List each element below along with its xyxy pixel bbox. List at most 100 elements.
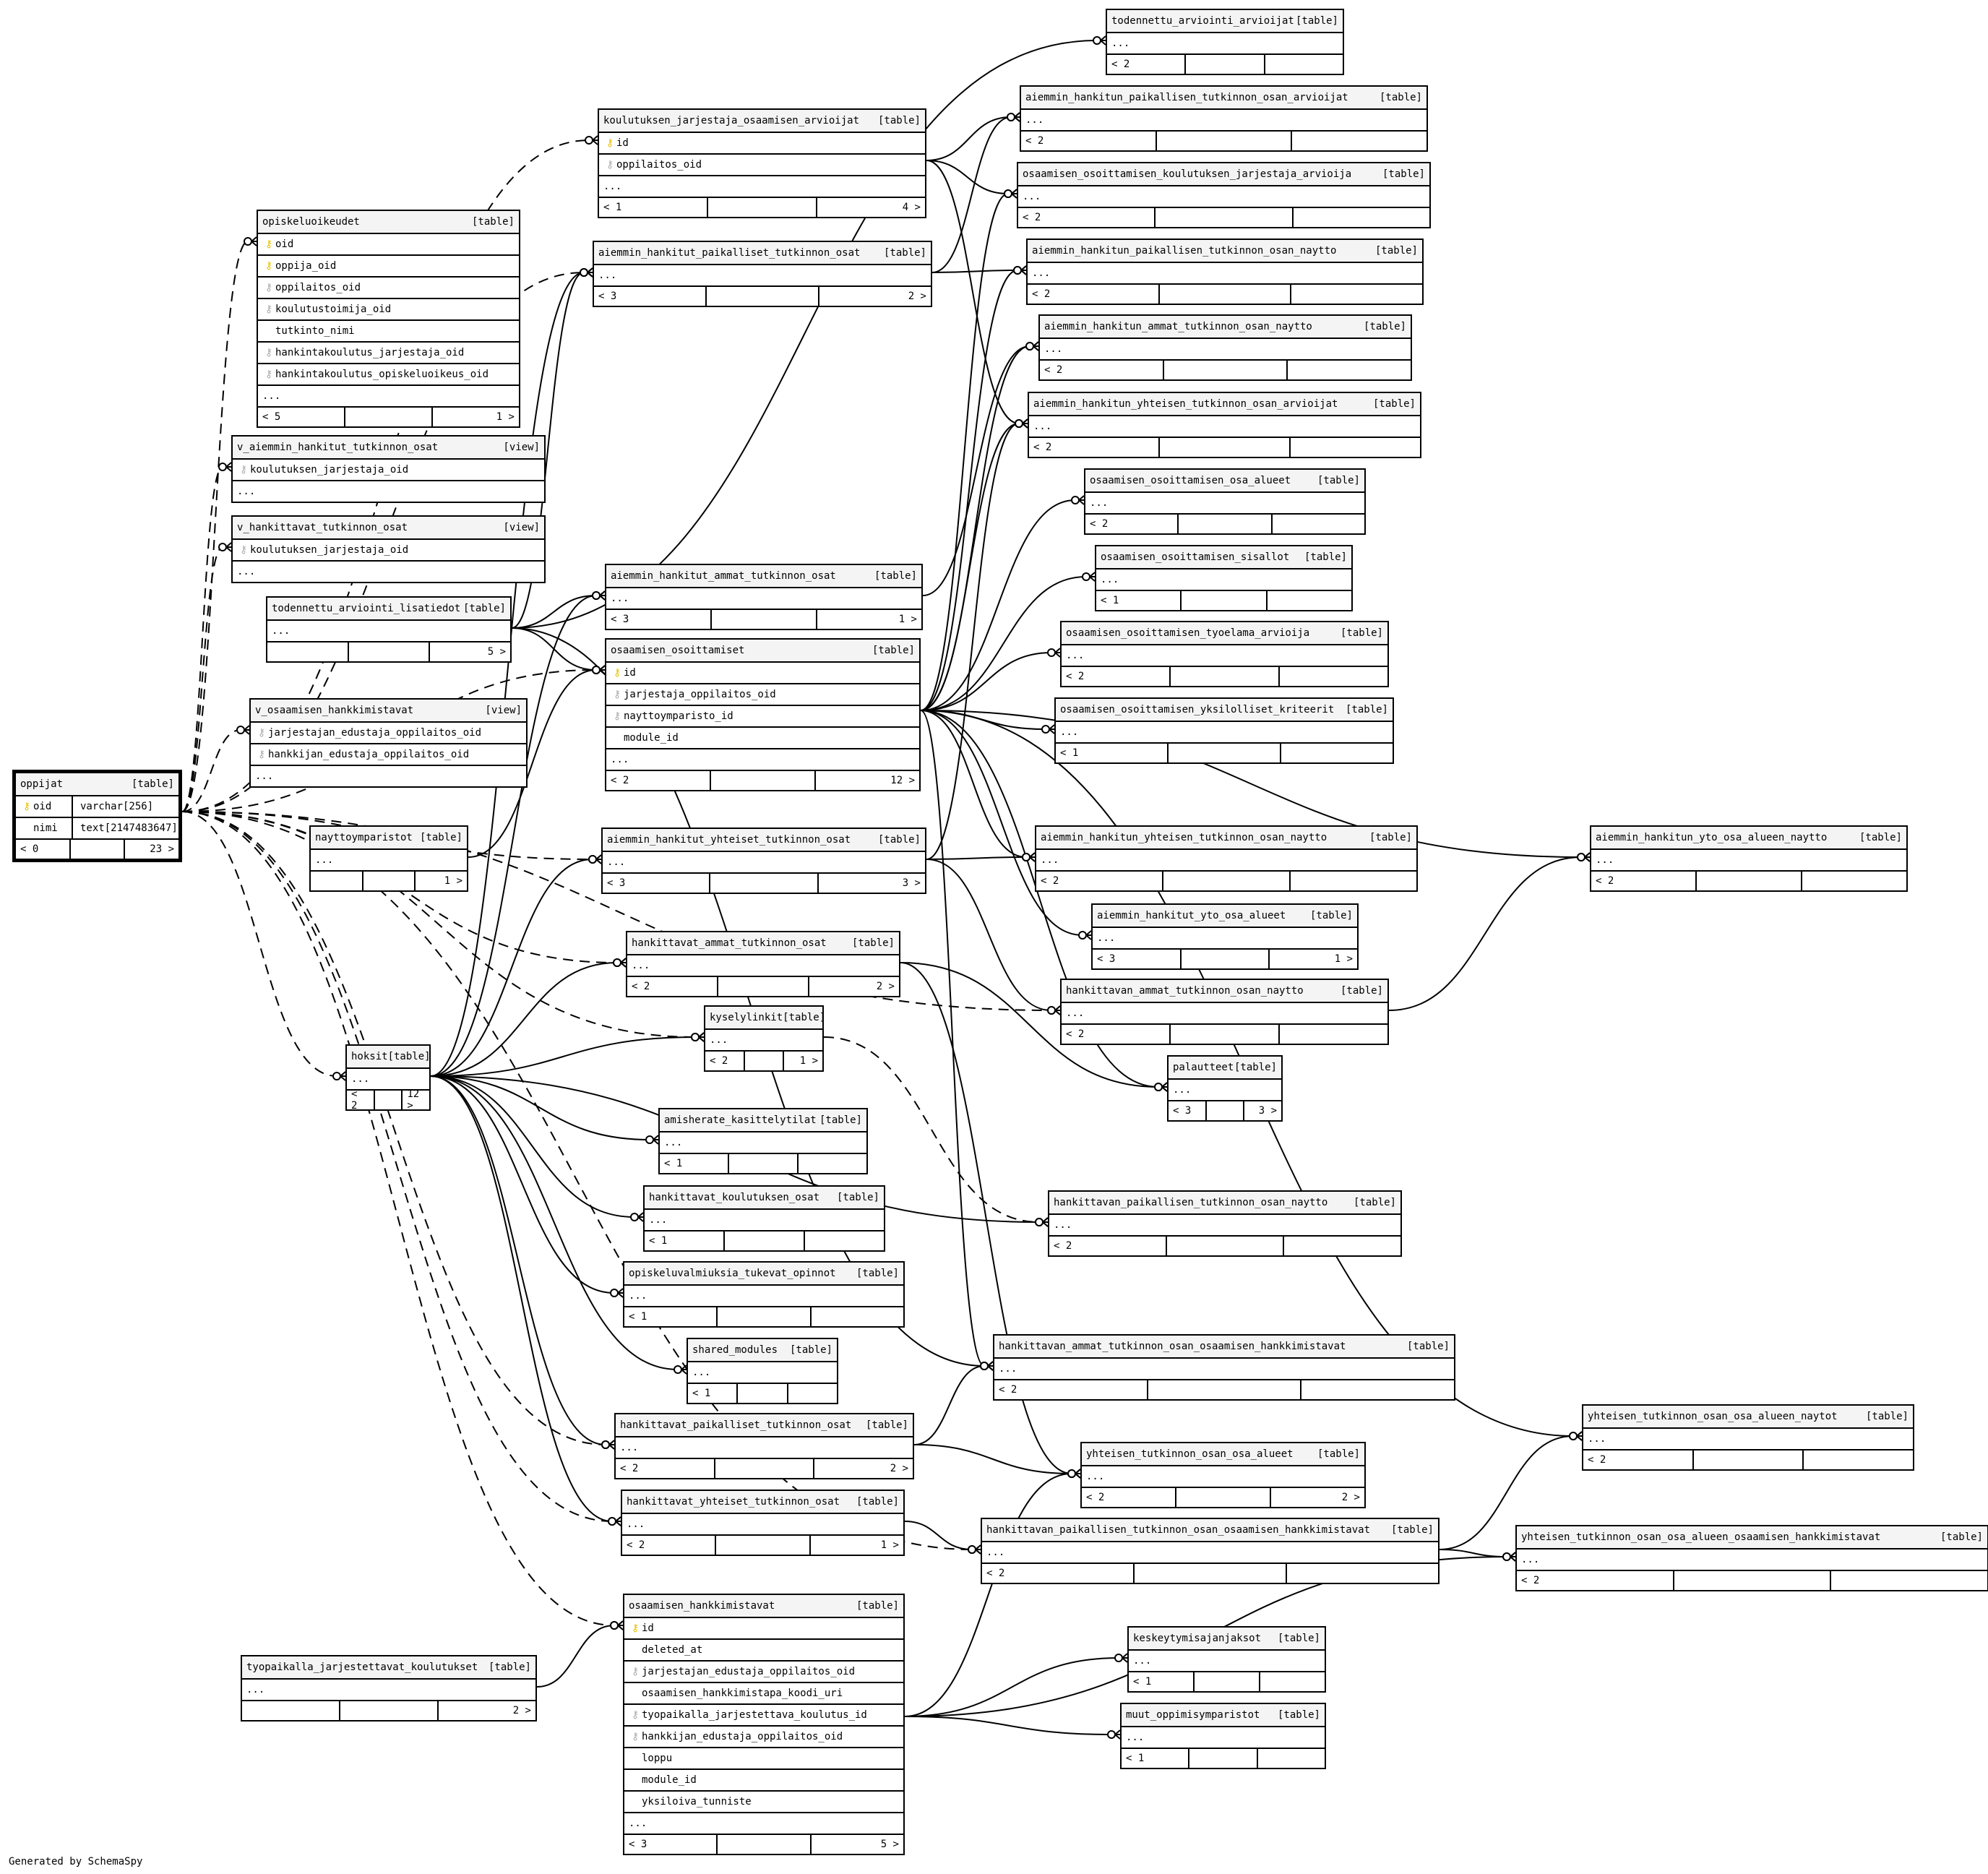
children-count[interactable]: 2 > [512, 1705, 531, 1716]
parents-count[interactable]: < 3 [1093, 950, 1182, 968]
parents-count[interactable]: < 2 [1062, 667, 1171, 686]
table-aiemmin-hankitut-yhteiset-tutkinnon-osat[interactable]: aiemmin_hankitut_yhteiset_tutkinnon_osat… [601, 828, 926, 894]
table-opiskeluoikeudet[interactable]: opiskeluoikeudet[table]⚷oid⚷oppija_oid⚷o… [257, 210, 520, 428]
children-count[interactable]: 4 > [902, 202, 921, 213]
table-muut-oppimisymparistot[interactable]: muut_oppimisymparistot[table]...< 1 [1120, 1703, 1326, 1769]
parents-count[interactable]: < 2 [1049, 1237, 1167, 1255]
children-count[interactable]: 1 > [444, 875, 463, 887]
children-count[interactable]: 2 > [890, 1463, 909, 1474]
parents-count[interactable]: < 1 [1096, 591, 1182, 610]
table-hankittavat-yhteiset-tutkinnon-osat[interactable]: hankittavat_yhteiset_tutkinnon_osat[tabl… [621, 1490, 905, 1556]
table-osaamisen-osoittamiset[interactable]: osaamisen_osoittamiset[table]⚷id⚷jarjest… [605, 638, 921, 791]
parents-count[interactable]: < 1 [1129, 1672, 1195, 1691]
parents-count[interactable]: < 3 [603, 874, 711, 893]
table-osaamisen-osoittamisen-koulutuksen-jarjestaja-arvioija[interactable]: osaamisen_osoittamisen_koulutuksen_jarje… [1017, 162, 1431, 228]
children-count[interactable]: 1 > [1334, 953, 1354, 965]
table-aiemmin-hankitun-paikallisen-tutkinnon-osan-arvioijat[interactable]: aiemmin_hankitun_paikallisen_tutkinnon_o… [1020, 85, 1428, 152]
table-aiemmin-hankitut-ammat-tutkinnon-osat[interactable]: aiemmin_hankitut_ammat_tutkinnon_osat[ta… [605, 564, 923, 630]
parents-count[interactable]: < 2 [705, 1052, 745, 1070]
parents-count[interactable]: < 5 [258, 408, 345, 426]
parents-count[interactable]: < 3 [606, 610, 712, 629]
table-koulutuksen-jarjestaja-osaamisen-arvioijat[interactable]: koulutuksen_jarjestaja_osaamisen_arvioij… [598, 108, 926, 218]
table-v-hankittavat-tutkinnon-osat[interactable]: v_hankittavat_tutkinnon_osat[view]⚷koulu… [231, 515, 546, 583]
parents-count[interactable]: < 1 [1056, 744, 1169, 762]
parents-count[interactable]: < 2 [1517, 1571, 1674, 1590]
parents-count[interactable]: < 2 [1040, 361, 1164, 379]
table-osaamisen-osoittamisen-sisallot[interactable]: osaamisen_osoittamisen_sisallot[table]..… [1095, 545, 1353, 611]
table-hankittavat-ammat-tutkinnon-osat[interactable]: hankittavat_ammat_tutkinnon_osat[table].… [626, 931, 900, 997]
table-osaamisen-osoittamisen-yksilolliset-kriteerit[interactable]: osaamisen_osoittamisen_yksilolliset_krit… [1054, 697, 1394, 764]
parents-count[interactable]: < 2 [994, 1380, 1148, 1399]
children-count[interactable]: 3 > [902, 877, 921, 889]
children-count[interactable]: 1 > [496, 411, 515, 423]
table-v-aiemmin-hankitut-tutkinnon-osat[interactable]: v_aiemmin_hankitut_tutkinnon_osat[view]⚷… [231, 435, 546, 503]
parents-count[interactable]: < 2 [622, 1536, 717, 1555]
children-count[interactable]: 12 > [890, 775, 915, 786]
table-aiemmin-hankitun-ammat-tutkinnon-osan-naytto[interactable]: aiemmin_hankitun_ammat_tutkinnon_osan_na… [1038, 314, 1412, 381]
table-osaamisen-osoittamisen-osa-alueet[interactable]: osaamisen_osoittamisen_osa_alueet[table]… [1084, 468, 1366, 535]
table-yhteisen-tutkinnon-osan-osa-alueen-osaamisen-hankkimistavat[interactable]: yhteisen_tutkinnon_osan_osa_alueen_osaam… [1515, 1525, 1988, 1591]
children-count[interactable]: 3 > [1258, 1105, 1278, 1117]
table-yhteisen-tutkinnon-osan-osa-alueet[interactable]: yhteisen_tutkinnon_osan_osa_alueet[table… [1080, 1442, 1366, 1508]
table-keskeytymisajanjaksot[interactable]: keskeytymisajanjaksot[table]...< 1 [1127, 1626, 1326, 1693]
parents-count[interactable]: < 2 [1082, 1488, 1176, 1507]
parents-count[interactable]: < 3 [624, 1835, 718, 1854]
parents-count[interactable]: < 2 [1583, 1450, 1694, 1469]
parents-count[interactable]: < 2 [1591, 872, 1697, 890]
parents-count[interactable]: < 1 [645, 1232, 725, 1250]
table-tyopaikalla-jarjestettavat-koulutukset[interactable]: tyopaikalla_jarjestettavat_koulutukset[t… [241, 1655, 537, 1722]
parents-count[interactable]: < 1 [624, 1307, 718, 1326]
parents-count[interactable]: < 2 [347, 1088, 375, 1112]
parents-count[interactable]: < 0 [16, 840, 71, 859]
children-count[interactable]: 2 > [908, 291, 926, 302]
children-count[interactable]: 12 > [407, 1088, 420, 1112]
parents-count[interactable]: < 1 [688, 1384, 739, 1403]
children-count[interactable]: 1 > [898, 614, 917, 625]
parents-count[interactable]: < 2 [982, 1564, 1135, 1583]
table-todennettu-arviointi-arvioijat[interactable]: todennettu_arviointi_arvioijat[table]...… [1106, 9, 1344, 75]
children-count[interactable]: 1 > [799, 1055, 819, 1067]
children-count[interactable]: 23 > [150, 843, 175, 855]
table-hankittavan-paikallisen-tutkinnon-osan-osaamisen-hankkimistavat[interactable]: hankittavan_paikallisen_tutkinnon_osan_o… [981, 1518, 1440, 1584]
table-aiemmin-hankitun-yhteisen-tutkinnon-osan-arvioijat[interactable]: aiemmin_hankitun_yhteisen_tutkinnon_osan… [1028, 392, 1421, 458]
table-osaamisen-osoittamisen-tyoelama-arvioija[interactable]: osaamisen_osoittamisen_tyoelama_arvioija… [1060, 621, 1389, 687]
parents-count[interactable]: < 2 [1107, 55, 1187, 74]
parents-count[interactable]: < 2 [1085, 515, 1179, 533]
parents-count[interactable]: < 3 [1169, 1101, 1207, 1120]
table-hankittavan-ammat-tutkinnon-osan-naytto[interactable]: hankittavan_ammat_tutkinnon_osan_naytto[… [1060, 979, 1389, 1045]
table-hankittavat-paikalliset-tutkinnon-osat[interactable]: hankittavat_paikalliset_tutkinnon_osat[t… [614, 1413, 914, 1479]
table-amisherate-kasittelytilat[interactable]: amisherate_kasittelytilat[table]...< 1 [658, 1108, 868, 1174]
parents-count[interactable]: < 2 [616, 1459, 715, 1478]
table-hankittavan-paikallisen-tutkinnon-osan-naytto[interactable]: hankittavan_paikallisen_tutkinnon_osan_n… [1048, 1190, 1402, 1257]
table-hankittavan-ammat-tutkinnon-osan-osaamisen-hankkimistavat[interactable]: hankittavan_ammat_tutkinnon_osan_osaamis… [993, 1334, 1455, 1401]
table-aiemmin-hankitut-yto-osa-alueet[interactable]: aiemmin_hankitut_yto_osa_alueet[table]..… [1091, 903, 1359, 970]
table-todennettu-arviointi-lisatiedot[interactable]: todennettu_arviointi_lisatiedot[table]..… [266, 596, 512, 663]
parents-count[interactable]: < 2 [1018, 208, 1156, 227]
parents-count[interactable]: < 1 [1122, 1749, 1190, 1768]
children-count[interactable]: 1 > [880, 1539, 899, 1551]
table-hankittavat-koulutuksen-osat[interactable]: hankittavat_koulutuksen_osat[table]...< … [643, 1185, 885, 1252]
parents-count[interactable]: < 1 [599, 198, 708, 217]
children-count[interactable]: 2 > [1341, 1492, 1360, 1503]
children-count[interactable]: 5 > [880, 1839, 899, 1850]
parents-count[interactable]: < 2 [1029, 438, 1160, 457]
table-aiemmin-hankitut-paikalliset-tutkinnon-osat[interactable]: aiemmin_hankitut_paikalliset_tutkinnon_o… [593, 241, 932, 307]
table-yhteisen-tutkinnon-osan-osa-alueen-naytot[interactable]: yhteisen_tutkinnon_osan_osa_alueen_nayto… [1582, 1404, 1914, 1471]
parents-count[interactable]: < 2 [1021, 132, 1157, 150]
children-count[interactable]: 2 > [876, 981, 895, 992]
table-nayttoymparistot[interactable]: nayttoymparistot[table]...1 > [309, 825, 468, 892]
table-shared-modules[interactable]: shared_modules[table]...< 1 [687, 1338, 838, 1404]
parents-count[interactable]: < 2 [1028, 285, 1160, 304]
parents-count[interactable]: < 2 [606, 771, 711, 790]
parents-count[interactable]: < 2 [1036, 872, 1163, 890]
children-count[interactable]: 5 > [487, 646, 507, 658]
parents-count[interactable]: < 2 [1062, 1025, 1171, 1044]
table-aiemmin-hankitun-yto-osa-alueen-naytto[interactable]: aiemmin_hankitun_yto_osa_alueen_naytto[t… [1590, 825, 1908, 892]
table-opiskeluvalmiuksia-tukevat-opinnot[interactable]: opiskeluvalmiuksia_tukevat_opinnot[table… [623, 1261, 905, 1328]
table-aiemmin-hankitun-yhteisen-tutkinnon-osan-naytto[interactable]: aiemmin_hankitun_yhteisen_tutkinnon_osan… [1035, 825, 1418, 892]
